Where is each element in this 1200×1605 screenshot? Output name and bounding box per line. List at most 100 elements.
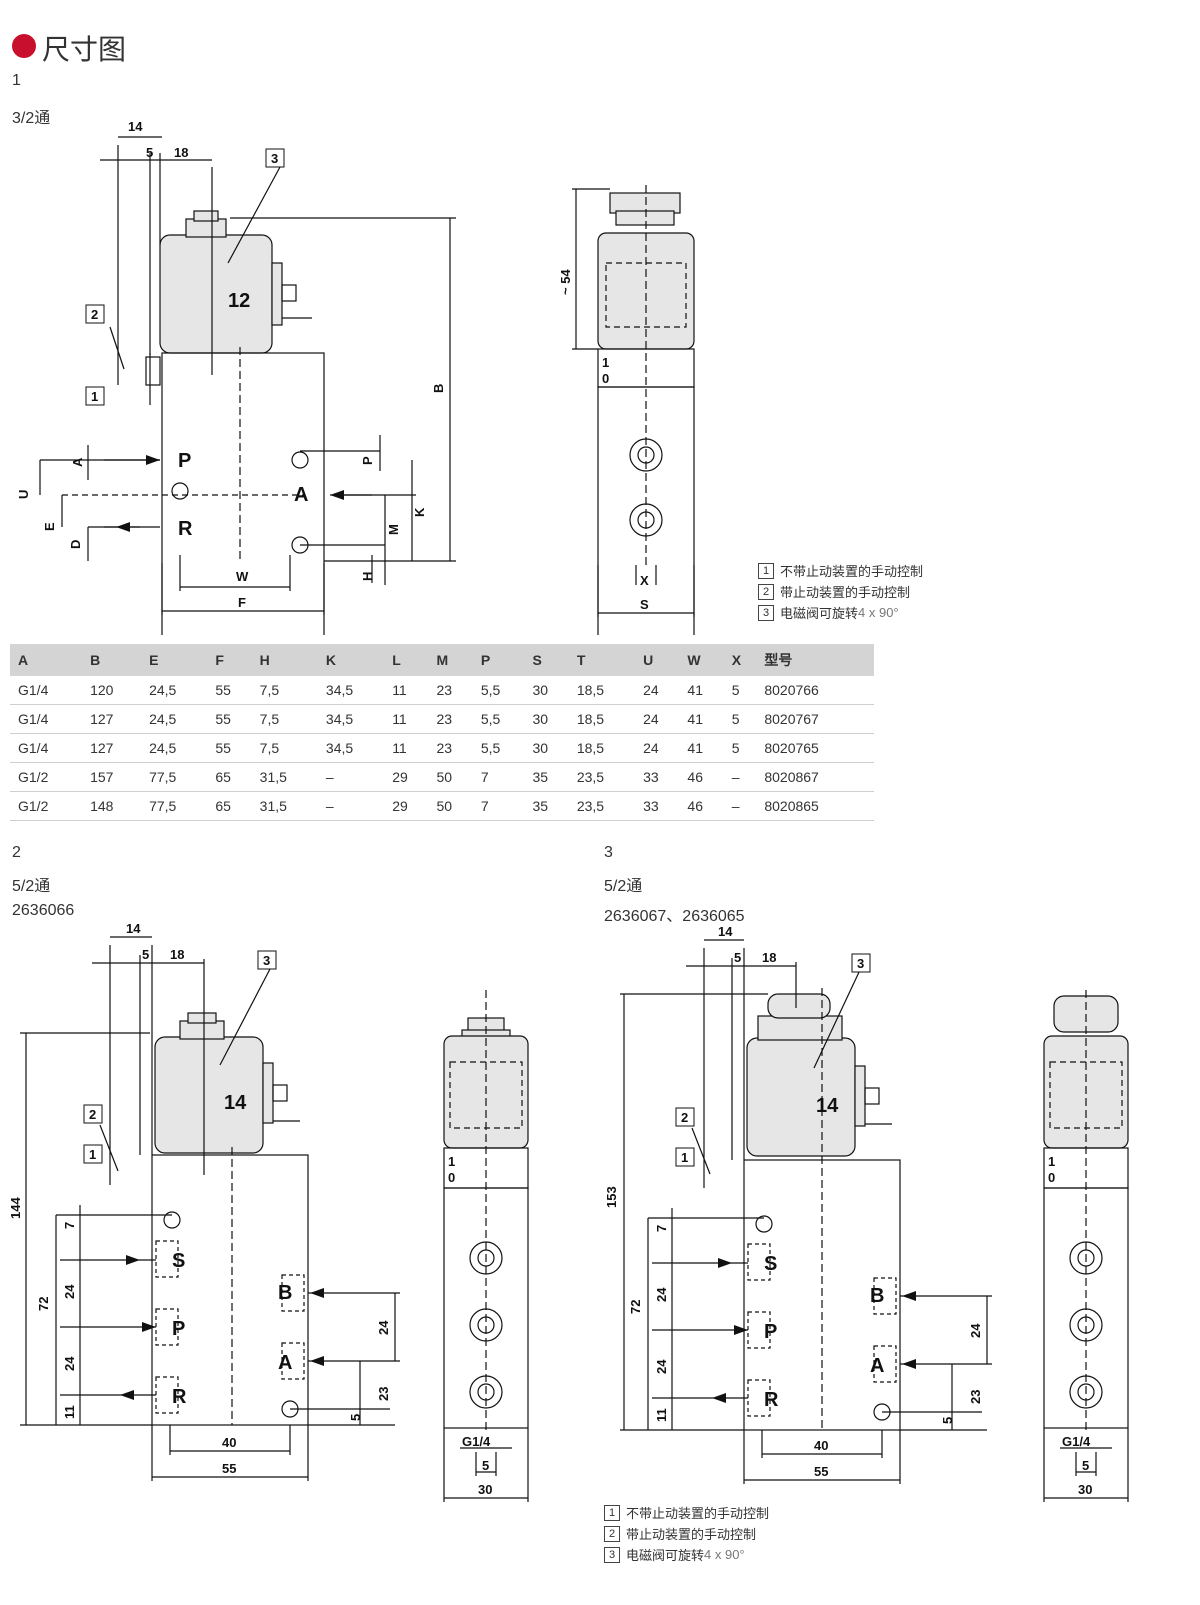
dim-40: 40 — [814, 1438, 828, 1453]
dim-right-24: 24 — [968, 1323, 983, 1338]
dim-40: 40 — [222, 1435, 236, 1450]
dim-B: B — [431, 384, 446, 393]
port-S: S — [172, 1250, 185, 1272]
dim-18: 18 — [174, 145, 188, 160]
dim-5: 5 — [146, 145, 153, 160]
section1-subtitle: 3/2通 — [12, 110, 51, 127]
page-title: 尺寸图 — [42, 34, 127, 65]
dim-11: 11 — [62, 1405, 77, 1419]
port-A: A — [294, 484, 308, 506]
table-header-cell: 型号 — [756, 644, 874, 676]
table-cell: G1/2 — [10, 791, 83, 821]
table-cell: 65 — [207, 791, 252, 821]
dim-P: P — [360, 456, 375, 465]
dim-5: 5 — [142, 947, 149, 962]
table-header-cell: F — [207, 644, 252, 676]
table-cell: 31,5 — [251, 762, 318, 792]
section1-number: 1 — [12, 72, 21, 89]
dim-right-23: 23 — [376, 1387, 391, 1401]
table-cell: 11 — [384, 704, 429, 734]
section3-number: 3 — [604, 844, 613, 861]
dim-W: W — [236, 569, 249, 584]
dim-18: 18 — [170, 947, 184, 962]
dim-24a: 24 — [62, 1284, 77, 1299]
port-P: P — [764, 1321, 777, 1343]
table-cell: 24,5 — [141, 733, 208, 763]
coil-label: 12 — [228, 290, 250, 312]
dim-M: M — [386, 524, 401, 535]
table-header-cell: E — [141, 644, 208, 676]
dim-5: 5 — [734, 950, 741, 965]
dim-54: ~ 54 — [560, 269, 573, 295]
table-cell: 148 — [82, 791, 142, 821]
section2-subtitle: 5/2通 — [12, 878, 51, 895]
dim-55: 55 — [814, 1464, 828, 1479]
table-cell: – — [317, 791, 385, 821]
dim-24b: 24 — [62, 1356, 77, 1371]
side-zero: 0 — [1048, 1170, 1055, 1185]
dim-E: E — [42, 522, 57, 531]
table-header-cell: W — [679, 644, 724, 676]
dim-14: 14 — [126, 921, 141, 936]
section3-subtitle: 5/2通 — [604, 878, 643, 895]
table-cell: 23 — [428, 704, 473, 734]
table-header-cell: S — [524, 644, 569, 676]
table-cell: 55 — [207, 704, 252, 734]
table-cell: G1/2 — [10, 762, 83, 792]
drawing1-side-view: ~ 54 1 0 X S — [560, 185, 695, 635]
header-dot-icon — [12, 34, 36, 58]
table-cell: 65 — [207, 762, 252, 792]
table-cell: 29 — [384, 791, 429, 821]
table-header-cell: X — [723, 644, 757, 676]
dim-5: 5 — [482, 1458, 489, 1473]
dim-18: 18 — [762, 950, 776, 965]
side-zero: 0 — [448, 1170, 455, 1185]
port-B: B — [870, 1285, 884, 1307]
side-one: 1 — [1048, 1154, 1055, 1169]
table-header-cell: B — [82, 644, 142, 676]
port-P: P — [178, 450, 191, 472]
table-cell: 23,5 — [568, 791, 636, 821]
table-cell: 5,5 — [472, 676, 525, 705]
dim-11: 11 — [654, 1408, 669, 1422]
table-header-cell: M — [428, 644, 473, 676]
table-cell: 29 — [384, 762, 429, 792]
callout-3: 3 — [263, 953, 270, 968]
dim-F: F — [238, 595, 246, 610]
port-B: B — [278, 1282, 292, 1304]
port-P: P — [172, 1318, 185, 1340]
callout-3: 3 — [271, 151, 278, 166]
table-cell: 41 — [679, 676, 724, 705]
table-cell: – — [723, 762, 757, 792]
table-cell: 77,5 — [141, 762, 208, 792]
table-cell: 34,5 — [317, 704, 385, 734]
table-cell: 7 — [472, 762, 525, 792]
section2-model: 2636066 — [12, 902, 75, 919]
table-cell: 55 — [207, 676, 252, 705]
table-header-cell: U — [635, 644, 680, 676]
table-cell: 8020865 — [756, 791, 874, 821]
callout-3: 3 — [857, 956, 864, 971]
table-cell: 34,5 — [317, 733, 385, 763]
table-cell: 7,5 — [251, 676, 318, 705]
dim-72: 72 — [628, 1300, 643, 1314]
table-cell: G1/4 — [10, 704, 83, 734]
table-cell: 50 — [428, 762, 473, 792]
drawing2-side-view: 1 0 G1/4 5 30 — [443, 990, 529, 1502]
table-cell: 35 — [524, 791, 569, 821]
dim-7: 7 — [62, 1222, 77, 1229]
dim-right-24: 24 — [376, 1320, 391, 1335]
coil-label: 14 — [816, 1095, 839, 1117]
dim-24b: 24 — [654, 1359, 669, 1374]
table-cell: 7,5 — [251, 733, 318, 763]
dim-X: X — [640, 573, 649, 588]
table-cell: 8020766 — [756, 676, 874, 705]
table-cell: 77,5 — [141, 791, 208, 821]
